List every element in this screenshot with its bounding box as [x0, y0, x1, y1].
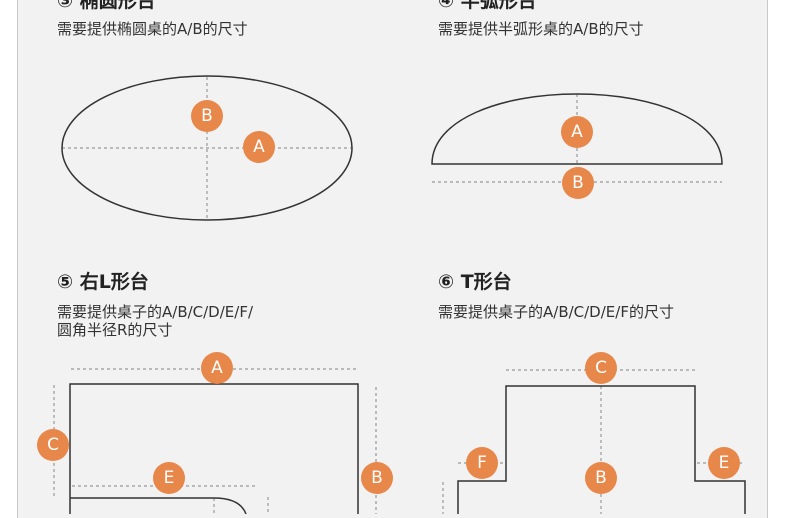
half-arc-table-shape — [431, 93, 723, 165]
label-badge-c: C — [37, 429, 69, 461]
label-badge-f: F — [466, 447, 498, 479]
label-badge-a: A — [201, 352, 233, 384]
label-badge-a: A — [561, 116, 593, 148]
diagram-panel — [17, 0, 768, 518]
label-badge-e: E — [708, 447, 740, 479]
subtitle-t-table: 需要提供桌子的A/B/C/D/E/F的尺寸 — [438, 303, 674, 321]
label-badge-b: B — [361, 462, 393, 494]
label-badge-e: E — [153, 462, 185, 494]
label-badge-b: B — [585, 462, 617, 494]
subtitle-right-l-table-line2: 圆角半径R的尺寸 — [57, 321, 173, 339]
heading-right-l-table: ⑤ 右L形台 — [57, 271, 149, 293]
heading-t-table: ⑥ T形台 — [438, 271, 512, 293]
right-l-table-shape — [69, 383, 359, 514]
label-badge-c: C — [585, 352, 617, 384]
subtitle-half-arc-table: 需要提供半弧形桌的A/B的尺寸 — [438, 20, 644, 38]
label-badge-b: B — [562, 167, 594, 199]
oval-table-shape — [61, 75, 353, 221]
label-badge-a: A — [243, 131, 275, 163]
subtitle-right-l-table-line1: 需要提供桌子的A/B/C/D/E/F/ — [57, 303, 254, 321]
subtitle-oval-table: 需要提供椭圆桌的A/B的尺寸 — [57, 20, 248, 38]
t-table-shape — [457, 385, 746, 514]
label-badge-b: B — [191, 100, 223, 132]
heading-half-arc-table: ④ 半弧形台 — [438, 0, 537, 12]
heading-oval-table: ③ 椭圆形台 — [57, 0, 156, 12]
